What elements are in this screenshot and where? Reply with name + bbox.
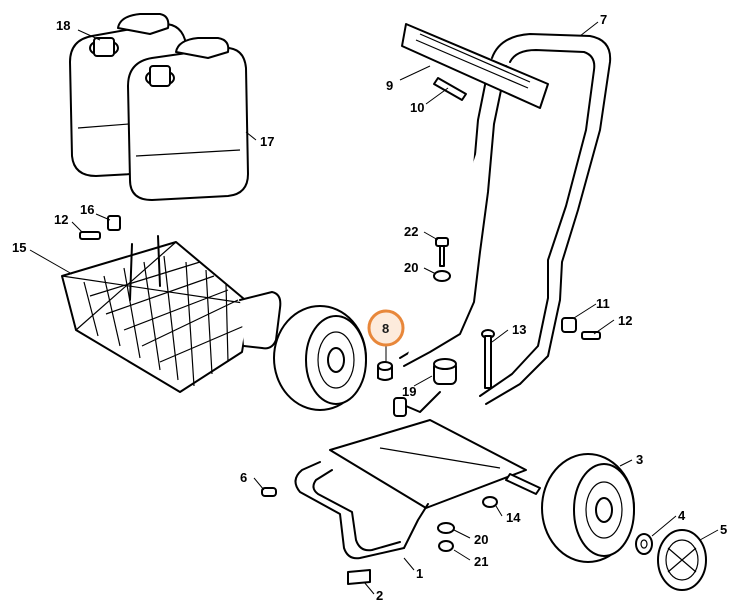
screw-10 — [433, 77, 467, 101]
spacer-19 — [433, 358, 457, 385]
callout-12-left: 12 — [54, 212, 68, 227]
callout-22: 22 — [404, 224, 418, 239]
callout-20-bottom: 20 — [474, 532, 488, 547]
leader-lines — [29, 21, 719, 595]
callout-15: 15 — [12, 240, 26, 255]
hubcap-5 — [657, 529, 707, 591]
canister-17 — [127, 37, 249, 201]
callout-21: 21 — [474, 554, 488, 569]
washer-20-top — [433, 270, 451, 282]
callout-4: 4 — [678, 508, 686, 523]
callout-6: 6 — [240, 470, 247, 485]
basket-15 — [61, 235, 282, 393]
screw-12-right — [581, 331, 601, 340]
callout-1: 1 — [416, 566, 423, 581]
washer-4 — [635, 533, 653, 555]
highlight-circle — [367, 309, 405, 347]
callout-11: 11 — [596, 296, 610, 311]
callout-2: 2 — [376, 588, 383, 603]
callout-8: 8 — [382, 321, 389, 336]
wheel-3 — [541, 453, 635, 563]
pin-6 — [261, 487, 277, 497]
callout-19: 19 — [402, 384, 416, 399]
callout-5: 5 — [720, 522, 727, 537]
wheel-left — [273, 305, 367, 411]
callout-16: 16 — [80, 202, 94, 217]
callout-7: 7 — [600, 12, 607, 27]
nut-21 — [438, 540, 454, 552]
clip-16 — [107, 215, 121, 231]
callout-9: 9 — [386, 78, 393, 93]
callout-17: 17 — [260, 134, 274, 149]
cap-8 — [377, 361, 393, 381]
callout-14: 14 — [506, 510, 521, 525]
callout-3: 3 — [636, 452, 643, 467]
base-frame-1 — [294, 391, 541, 560]
callout-labels: 18 17 15 12 16 7 9 10 22 20 11 12 13 8 1… — [12, 12, 727, 603]
callout-13: 13 — [512, 322, 526, 337]
callout-18: 18 — [56, 18, 70, 33]
callout-10: 10 — [410, 100, 424, 115]
screw-12 — [79, 231, 101, 240]
bolt-22 — [435, 237, 449, 267]
handle-frame-7 — [399, 33, 612, 405]
callout-12-right: 12 — [618, 313, 632, 328]
bolt-13 — [481, 329, 495, 389]
nut-14 — [482, 496, 498, 508]
foot-2 — [347, 569, 371, 585]
plate-9 — [401, 23, 549, 109]
callout-20-top: 20 — [404, 260, 418, 275]
washer-20-bottom — [437, 522, 455, 534]
nut-11 — [561, 317, 577, 333]
